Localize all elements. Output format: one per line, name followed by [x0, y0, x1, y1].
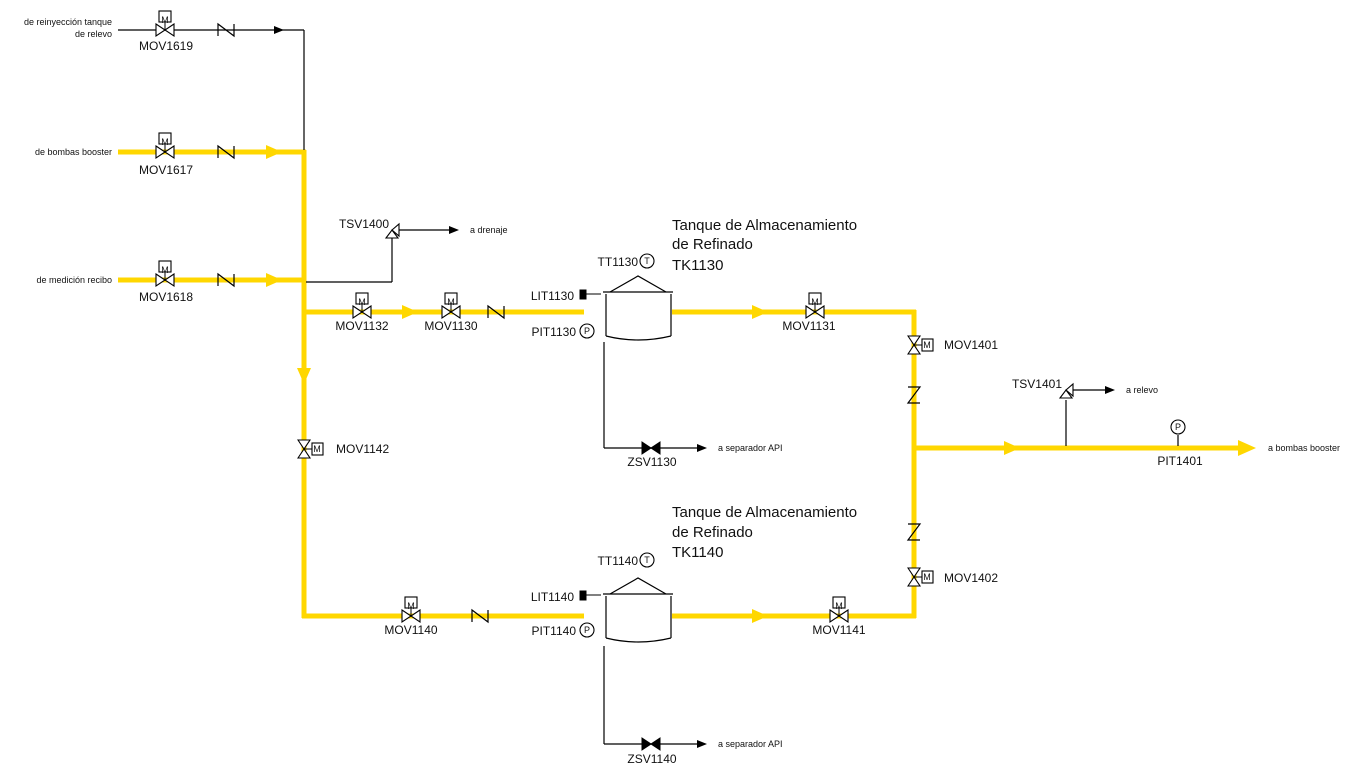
motor-letter: M [407, 601, 415, 611]
tank-tk1130[interactable]: Tanque de Almacenamiento de Refinado TK1… [531, 217, 857, 341]
pressure-letter: P [1175, 422, 1181, 432]
valve-mov1401[interactable]: M MOV1401 [907, 335, 998, 355]
solenoid-valve-icon [641, 737, 661, 751]
tank-tag: TK1140 [672, 544, 723, 561]
lit-label: LIT1130 [531, 289, 574, 303]
temperature-letter: T [644, 555, 650, 565]
temperature-indicator-icon [639, 552, 655, 568]
valve-label: MOV1401 [944, 338, 998, 352]
valve-mov1618[interactable]: M MOV1618 [139, 260, 193, 304]
pit-label: PIT1130 [532, 325, 577, 339]
flow-arrow-icon [266, 273, 282, 287]
valve-zsv1140[interactable]: ZSV1140 [627, 737, 677, 766]
tank-title-line2: de Refinado [672, 524, 753, 541]
valve-label: MOV1142 [336, 442, 389, 456]
motor-letter: M [835, 601, 843, 611]
motor-letter: M [447, 297, 455, 307]
pressure-indicator-icon [1170, 419, 1186, 435]
valve-mov1140[interactable]: M MOV1140 [384, 596, 438, 637]
safety-valve-tsv1401[interactable]: TSV1401 [1012, 377, 1074, 399]
valve-mov1619[interactable]: M MOV1619 [139, 10, 193, 53]
tank-icon [602, 577, 674, 643]
source-labels: de reinyección tanque de relevo de bomba… [24, 17, 112, 285]
motor-letter: M [923, 340, 931, 350]
valve-label: MOV1141 [812, 623, 865, 637]
destination-bombas-booster-label: a bombas booster [1268, 443, 1340, 453]
tt-label: TT1140 [598, 554, 639, 568]
level-indicator-icon [579, 590, 587, 601]
valve-label: MOV1619 [139, 39, 193, 53]
pressure-letter: P [584, 625, 590, 635]
tank-title-line1: Tanque de Almacenamiento [672, 504, 857, 521]
valve-mov1132[interactable]: M MOV1132 [335, 292, 389, 333]
valve-label: MOV1140 [384, 623, 437, 637]
pressure-indicator-icon [579, 622, 595, 638]
destination-separador-label: a separador API [718, 443, 783, 453]
valve-label: MOV1402 [944, 571, 998, 585]
flow-arrow-icon [266, 145, 282, 159]
valve-label: MOV1132 [335, 319, 388, 333]
valve-mov1142[interactable]: M MOV1142 [297, 439, 389, 459]
lit-label: LIT1140 [531, 590, 574, 604]
motor-letter: M [161, 137, 169, 147]
destination-relevo-label: a relevo [1126, 385, 1158, 395]
source-bombas-booster-label: de bombas booster [35, 147, 112, 157]
pressure-letter: P [584, 326, 590, 336]
pit-label: PIT1140 [532, 624, 577, 638]
valve-mov1130[interactable]: M MOV1130 [424, 292, 478, 333]
tank-title-line1: Tanque de Almacenamiento [672, 217, 857, 234]
valve-mov1402[interactable]: M MOV1402 [907, 567, 998, 587]
tt-label: TT1130 [598, 255, 639, 269]
temperature-letter: T [644, 256, 650, 266]
motor-letter: M [313, 444, 321, 454]
motor-letter: M [161, 265, 169, 275]
valve-zsv1130[interactable]: ZSV1130 [627, 441, 677, 469]
tank-tk1140[interactable]: Tanque de Almacenamiento de Refinado TK1… [531, 504, 857, 643]
flow-arrow-icon [402, 305, 418, 319]
valve-label: TSV1401 [1012, 377, 1062, 391]
valve-label: MOV1618 [139, 290, 193, 304]
valve-mov1131[interactable]: M MOV1131 [782, 292, 836, 333]
motor-letter: M [923, 572, 931, 582]
solenoid-valve-icon [641, 441, 661, 455]
source-medicion-recibo-label: de medición recibo [36, 275, 112, 285]
instrument-pit1401[interactable]: P PIT1401 [1157, 419, 1203, 468]
valve-mov1141[interactable]: M MOV1141 [812, 596, 866, 637]
source-reinyeccion-label: de reinyección tanque [24, 17, 112, 27]
flow-arrows [266, 145, 1020, 623]
valve-label: ZSV1130 [627, 455, 676, 469]
tank-icon [602, 275, 674, 341]
flow-arrow-down-icon [297, 368, 311, 384]
level-indicator-icon [579, 289, 587, 300]
valve-label: ZSV1140 [627, 752, 676, 766]
tank-tag: TK1130 [672, 257, 723, 274]
safety-valve-tsv1400[interactable]: TSV1400 [339, 217, 400, 239]
flow-arrow-icon [752, 609, 768, 623]
valve-label: MOV1130 [424, 319, 477, 333]
pressure-indicator-icon [579, 323, 595, 339]
tank-title-line2: de Refinado [672, 236, 753, 253]
flow-arrow-icon [1004, 441, 1020, 455]
temperature-indicator-icon [639, 253, 655, 269]
motor-letter: M [358, 297, 366, 307]
valve-label: MOV1131 [782, 319, 835, 333]
flow-arrow-icon [752, 305, 768, 319]
valve-label: MOV1617 [139, 163, 193, 177]
motor-letter: M [161, 15, 169, 25]
destination-separador-label: a separador API [718, 739, 783, 749]
motor-letter: M [811, 297, 819, 307]
instrument-label: PIT1401 [1157, 454, 1203, 468]
valve-mov1617[interactable]: M MOV1617 [139, 132, 193, 177]
valve-label: TSV1400 [339, 217, 389, 231]
destination-drenaje-label: a drenaje [470, 225, 508, 235]
source-reinyeccion-label-2: de relevo [75, 29, 112, 39]
